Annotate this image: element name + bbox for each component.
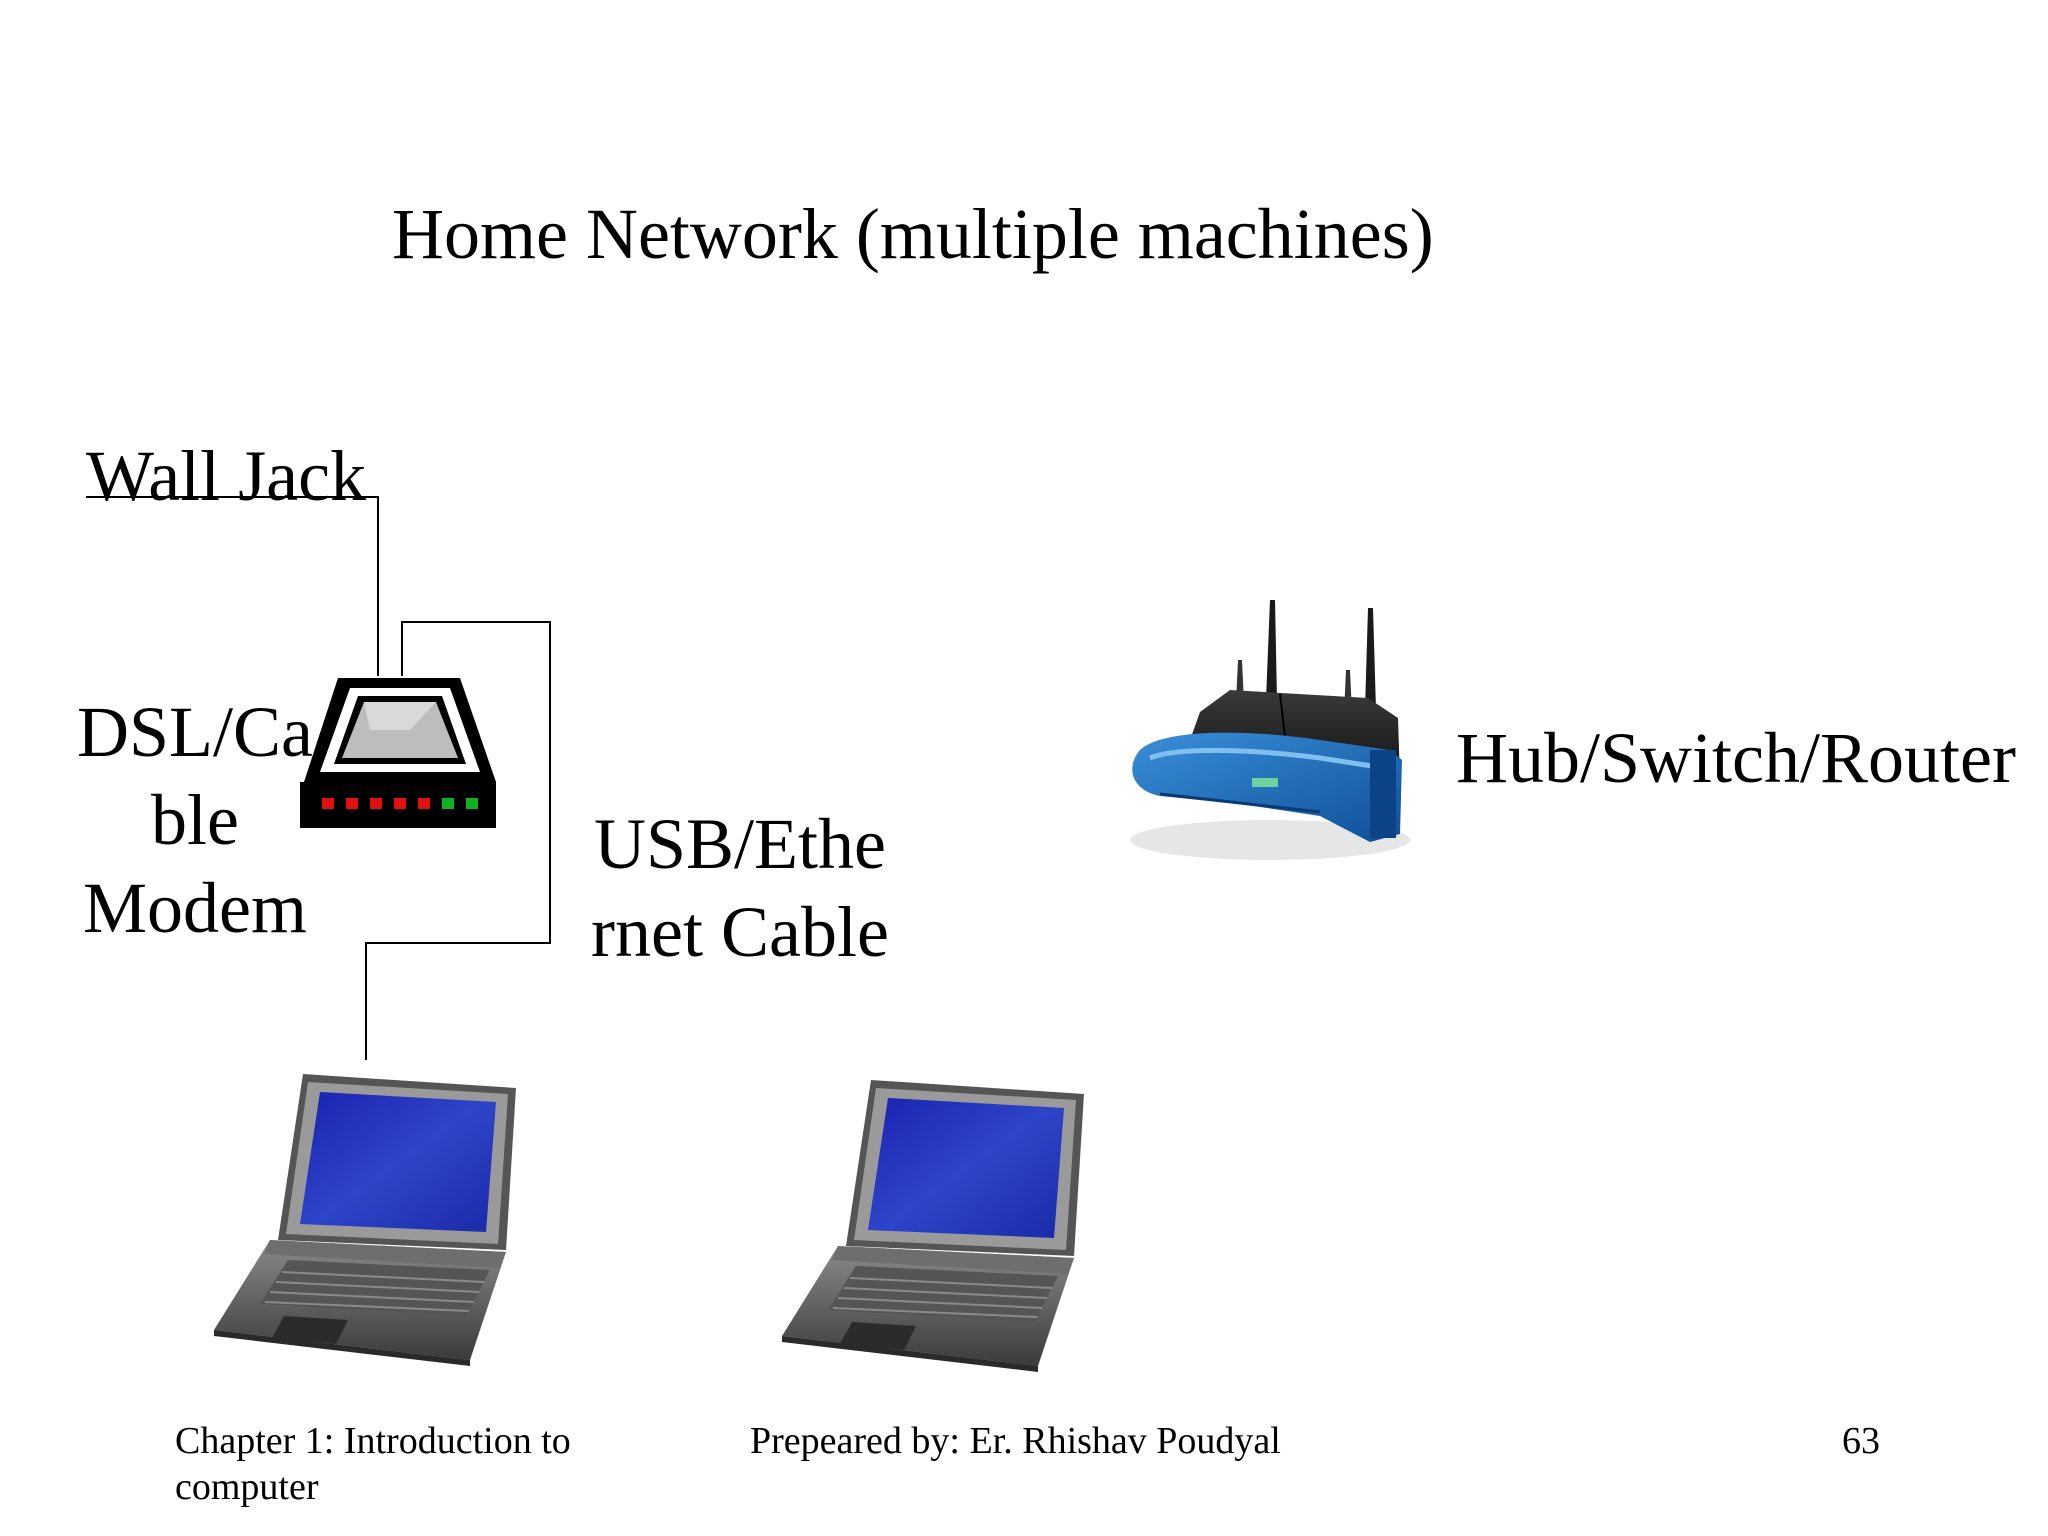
- slide-title: Home Network (multiple machines): [392, 194, 1434, 274]
- wall-jack-line: [86, 496, 379, 676]
- modem-label: DSL/Ca ble Modem: [76, 692, 313, 948]
- wall-jack-label: Wall Jack: [86, 436, 367, 516]
- modem-to-laptop-cable: [365, 621, 551, 1060]
- laptop-icon: [208, 1068, 528, 1368]
- cable-label: USB/Ethe rnet Cable: [591, 804, 889, 972]
- wireless-router-icon: [1120, 590, 1420, 870]
- footer-chapter: Chapter 1: Introduction to computer: [175, 1420, 571, 1508]
- page-number: 63: [1842, 1420, 1880, 1462]
- modem-icon: [300, 670, 506, 830]
- footer-author: Prepeared by: Er. Rhishav Poudyal: [750, 1420, 1281, 1462]
- laptop-icon: [776, 1074, 1096, 1374]
- router-label: Hub/Switch/Router: [1456, 718, 2016, 798]
